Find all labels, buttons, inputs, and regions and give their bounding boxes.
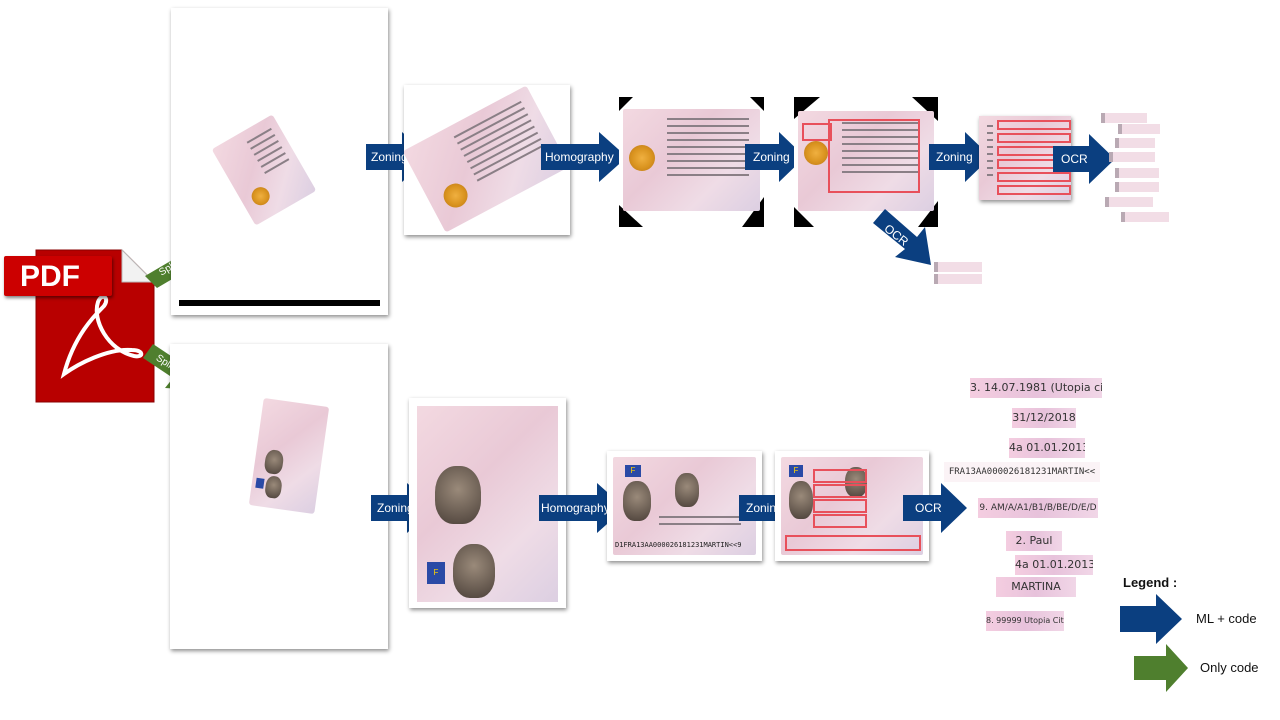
ocr-snippet-top-6: [1115, 182, 1159, 192]
ocr-snippet-top-4: [1109, 152, 1155, 162]
ocr-arrow-bottom: OCR: [903, 483, 967, 533]
ocr-result-categories: 9. AM/A/A1/B1/B/BE/D/E/D: [978, 498, 1098, 518]
ocr-arrow-top: OCR: [1053, 134, 1115, 184]
ocr-label-2: OCR: [1061, 152, 1088, 166]
ocr-snippet-top-1: [1101, 113, 1147, 123]
zoning-label-2: Zoning: [753, 150, 790, 164]
ocr-result-expiry: 31/12/2018: [1012, 408, 1076, 428]
zone-box-main: [828, 119, 920, 193]
scanned-id-card-rotated: [248, 397, 330, 515]
ocr-result-issue-date-2: 4a 01.01.2013: [1015, 555, 1093, 575]
ocr-result-firstname: 2. Paul: [1006, 531, 1062, 551]
ocr-label-3: OCR: [915, 501, 942, 515]
ocr-result-address: 8. 99999 Utopia City: [986, 611, 1064, 631]
ocr-snippet-down-2: [934, 274, 982, 284]
page-scan-bar: [179, 300, 380, 306]
homography-label-2: Homography: [541, 501, 610, 515]
zoning-label-1: Zoning: [371, 150, 408, 164]
ocr-result-issue-date: 4a 01.01.2013: [1009, 438, 1085, 458]
ocr-result-birth: 3. 14.07.1981 (Utopia city): [970, 378, 1102, 398]
ocr-snippet-down-1: [934, 262, 982, 272]
zone-box-left: [802, 123, 832, 141]
ocr-arrow-down: OCR: [873, 209, 935, 267]
homography-label-1: Homography: [545, 150, 614, 164]
pdf-file-icon: PDF: [4, 246, 156, 406]
ocr-snippet-top-5: [1115, 168, 1159, 178]
ocr-snippet-top-3: [1115, 138, 1155, 148]
ocr-snippet-top-2: [1118, 124, 1160, 134]
ocr-snippet-top-8: [1121, 212, 1169, 222]
pdf-page-bottom: [170, 344, 388, 649]
homography-arrow-1: Homography: [541, 132, 627, 182]
homography-arrow-2: Homography: [539, 483, 625, 533]
zoning-label-4: Zoning: [377, 501, 414, 515]
zoning-arrow-3: Zoning: [929, 132, 991, 182]
zoning-arrow-2: Zoning: [745, 132, 805, 182]
legend-code-label: Only code: [1200, 660, 1259, 675]
scanned-license-rotated: [211, 114, 317, 226]
zoning-label-5: Zoning: [746, 501, 783, 515]
zoned-license-top: [794, 97, 938, 227]
ocr-result-mrz: FRA13AA000026181231MARTIN<<: [944, 462, 1100, 482]
rectified-id-card-bottom: F D1FRA13AA000026181231MARTIN<<9: [607, 451, 762, 561]
legend-title: Legend :: [1123, 575, 1178, 590]
zoning-label-3: Zoning: [936, 150, 973, 164]
legend-ml-label: ML + code: [1196, 611, 1257, 626]
pdf-page-top: [171, 8, 388, 315]
ocr-result-lastname: MARTINA: [996, 577, 1076, 597]
legend-ml-arrow: [1120, 594, 1182, 644]
legend-code-arrow: [1134, 644, 1188, 692]
rectified-license-top: [619, 97, 764, 227]
mrz-line-rectified: D1FRA13AA000026181231MARTIN<<9: [615, 541, 742, 549]
pdf-label: PDF: [20, 260, 80, 293]
ocr-snippet-top-7: [1105, 197, 1153, 207]
